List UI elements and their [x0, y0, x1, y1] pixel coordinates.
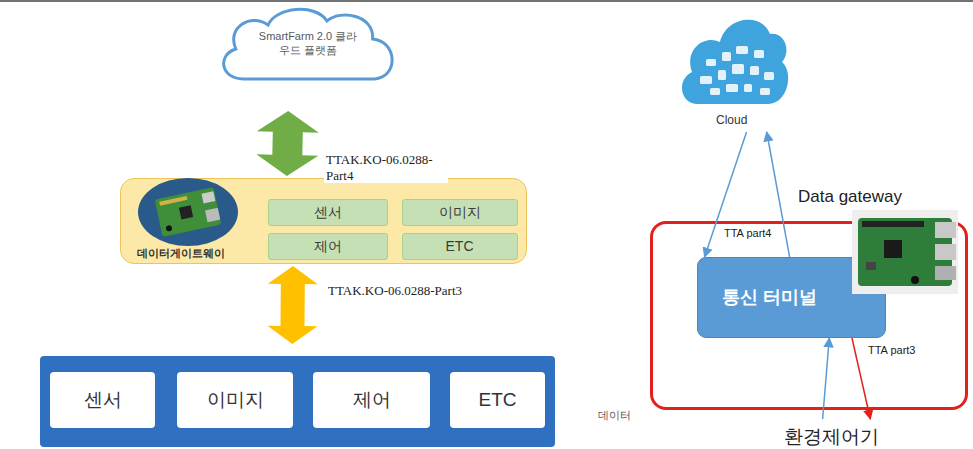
board-port — [935, 266, 956, 280]
cloud-glyph — [718, 70, 726, 80]
node-label: Cloud — [716, 113, 747, 127]
fat-double-arrow — [256, 111, 318, 176]
node-label: ETC — [479, 389, 517, 412]
cloud-glyph — [760, 88, 770, 95]
board-chip — [179, 205, 193, 219]
cloud-glyph — [706, 59, 716, 66]
cloud-icon: Cloud — [676, 4, 788, 132]
board-port — [935, 244, 956, 260]
data-box: 이미지 — [177, 372, 293, 428]
data-box: ETC — [402, 233, 518, 260]
node-label: SmartFarm 2.0 클라우드 플랫폼 — [258, 29, 358, 58]
cloud-glyph — [744, 84, 752, 92]
node-label: ETC — [446, 238, 474, 255]
cloud-glyph — [764, 72, 774, 80]
node-outline — [676, 4, 788, 132]
cloud-glyph — [736, 46, 748, 54]
controller-label: 환경제어기 — [776, 422, 887, 449]
board-port — [935, 222, 956, 238]
protocol-label: TTA part3 — [866, 344, 917, 357]
cloud-glyph — [710, 88, 720, 95]
protocol-label: TTA part4 — [722, 227, 773, 240]
board-jack — [165, 225, 172, 232]
node-label: 환경제어기 — [784, 426, 879, 449]
board-base — [155, 187, 222, 237]
node-label: Data gateway — [798, 187, 902, 207]
gateway-board-picture — [138, 178, 238, 246]
node-label: 이미지 — [439, 204, 481, 221]
board-port — [205, 208, 220, 222]
data-box: ETC — [450, 372, 545, 428]
protocol-label: TTAK.KO-06.0288-Part3 — [326, 283, 464, 299]
photo-ground — [852, 210, 958, 294]
node-outline — [213, 3, 403, 83]
cloud-glyph — [700, 76, 712, 84]
node-label: 데이터게이트웨이 — [137, 247, 225, 260]
board-jack — [911, 276, 919, 284]
node-label: 센서 — [314, 204, 342, 221]
data-box: 제어 — [268, 233, 388, 260]
picture-ground — [138, 178, 238, 246]
cloud-glyph — [754, 50, 764, 58]
top-rule — [0, 0, 973, 2]
node-label: 통신 터미널 — [722, 287, 817, 309]
cloud-glyph — [750, 66, 759, 75]
board-port — [202, 191, 216, 203]
board-chip — [866, 262, 876, 270]
data-box: 제어 — [313, 372, 430, 428]
terminal-board-photo — [852, 210, 958, 294]
node-label: 이미지 — [207, 389, 264, 412]
data-arrow — [823, 338, 830, 419]
data-box: 센서 — [50, 372, 155, 428]
cloud-shape — [682, 20, 788, 104]
cloud-platform: SmartFarm 2.0 클라우드 플랫폼 — [213, 3, 403, 83]
board — [155, 187, 222, 237]
cloud-shape — [224, 9, 392, 79]
node-label: 센서 — [84, 389, 122, 412]
cloud-glyph — [726, 84, 738, 92]
data-box: 센서 — [268, 199, 388, 226]
node-label: 제어 — [353, 389, 391, 412]
board-chip — [884, 240, 902, 258]
data-band: 데이터센서이미지제어ETC — [40, 356, 555, 447]
node-label: 데이터 — [598, 409, 631, 422]
data-box: 이미지 — [402, 199, 518, 226]
cloud-glyph — [732, 64, 744, 74]
board-pins — [159, 196, 187, 206]
node-label: 제어 — [314, 238, 342, 255]
protocol-label: TTAK.KO-06.0288- Part4 — [324, 152, 448, 183]
board-pins — [862, 221, 924, 227]
fat-double-arrow — [267, 266, 317, 344]
cloud-glyph — [722, 52, 731, 61]
